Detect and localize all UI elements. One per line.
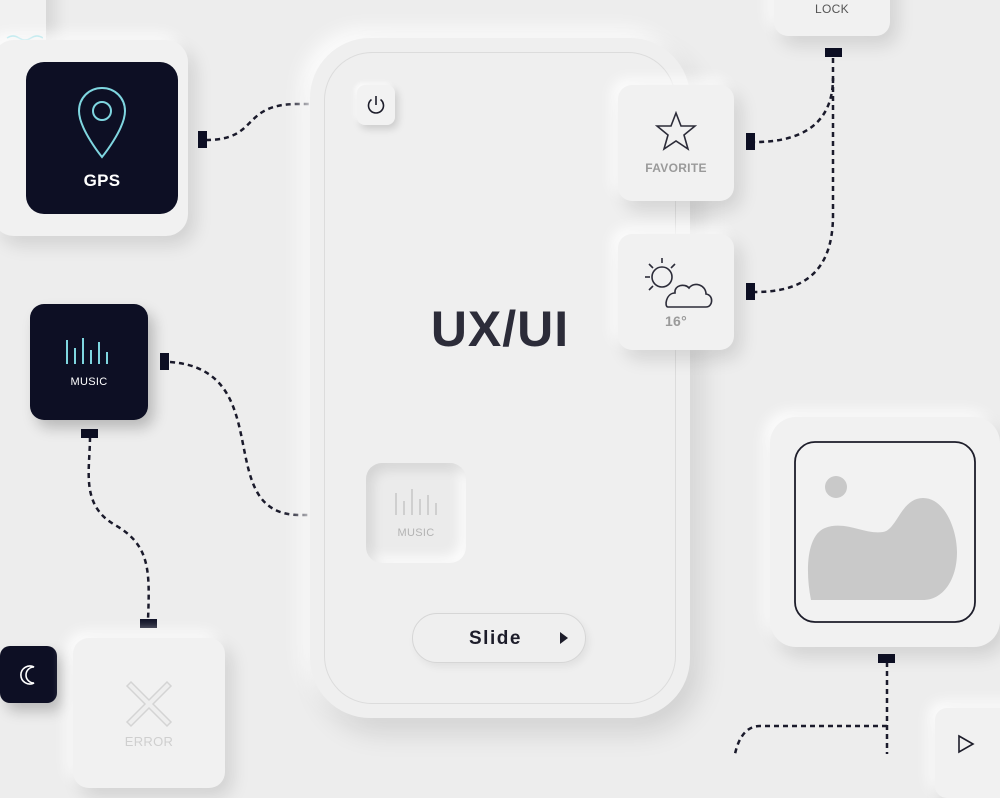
music-inset-tile[interactable]: MUSIC (366, 463, 466, 563)
gps-inner: GPS (26, 62, 178, 214)
lock-tile[interactable]: LOCK (774, 0, 890, 36)
moon-tile[interactable] (0, 646, 57, 703)
wire-gps-power (205, 102, 336, 142)
error-label: ERROR (124, 734, 174, 749)
equalizer-icon (395, 489, 437, 515)
favorite-tile[interactable]: FAVORITE (618, 85, 734, 201)
image-icon (794, 441, 976, 623)
weather-tile[interactable]: 16° (618, 234, 734, 350)
power-button[interactable] (357, 85, 395, 125)
power-icon (367, 96, 385, 114)
wire-music-error (87, 436, 150, 621)
play-icon (958, 734, 975, 754)
plug-music-bottom (81, 429, 98, 438)
plug-lock (825, 48, 842, 57)
error-tile[interactable]: ERROR (73, 638, 225, 788)
plug-music-right (160, 353, 169, 370)
phone-screen (324, 52, 676, 704)
music-inset-label: MUSIC (397, 527, 435, 539)
plug-image (878, 654, 895, 663)
page-title: UX/UI (430, 301, 570, 357)
lock-label: LOCK (815, 2, 849, 16)
play-arrow-icon (560, 632, 568, 644)
connector-wires (87, 58, 889, 754)
music-label: MUSIC (70, 376, 108, 388)
wire-music-inset (169, 360, 350, 517)
slide-label: Slide (469, 628, 522, 649)
canvas: GPS MUSIC ERROR UX/UI (0, 0, 1000, 754)
partly-cloudy-icon (645, 258, 713, 308)
wire-lock-weather (754, 78, 835, 294)
plug-error-top (140, 619, 157, 628)
plug-weather (746, 283, 755, 300)
plug-gps (198, 131, 207, 148)
music-tile[interactable]: MUSIC (30, 304, 148, 420)
moon-icon (19, 664, 34, 685)
gps-label: GPS (83, 171, 121, 190)
gps-tile[interactable]: GPS (0, 40, 188, 236)
weather-temp-label: 16° (664, 313, 688, 329)
image-tile[interactable] (770, 417, 1000, 647)
slide-button[interactable]: Slide (412, 613, 586, 663)
plug-favorite (746, 133, 755, 150)
map-pin-icon (77, 86, 127, 159)
favorite-label: FAVORITE (645, 161, 707, 175)
wire-image-branch (733, 724, 887, 754)
play-tile[interactable] (935, 708, 1000, 798)
wire-lock-favorite (754, 58, 835, 144)
equalizer-icon (66, 338, 108, 364)
x-icon (125, 680, 173, 728)
star-icon (655, 111, 697, 151)
